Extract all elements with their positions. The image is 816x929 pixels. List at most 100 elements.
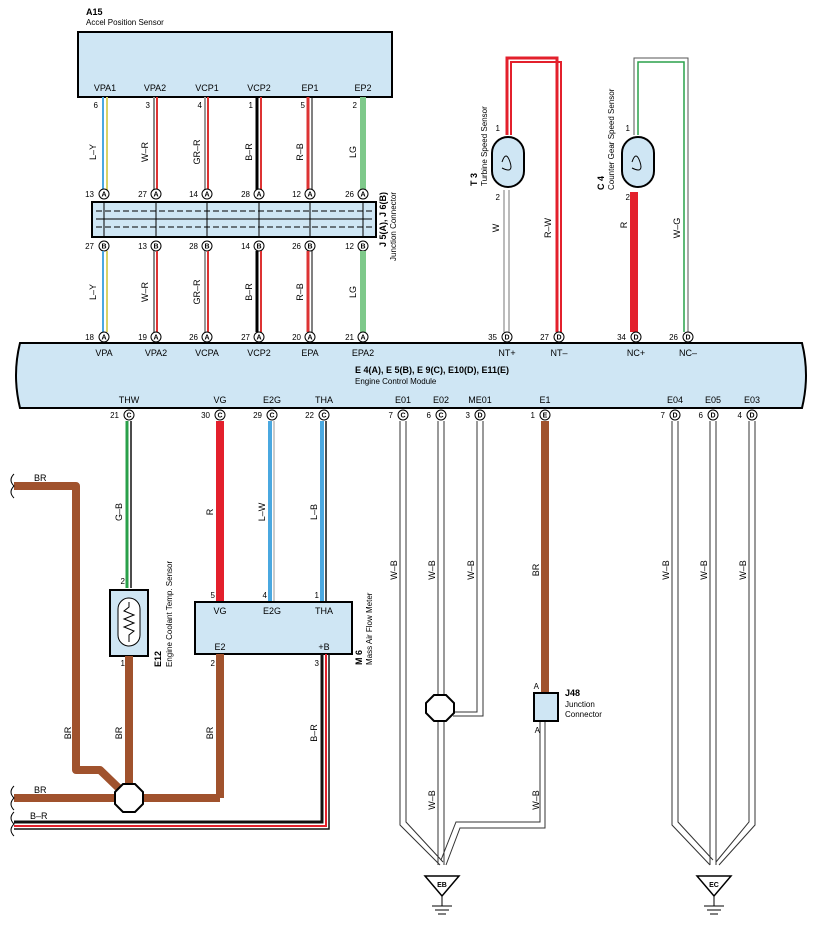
svg-text:B: B <box>153 244 158 251</box>
wire-color-top-5: R–B <box>295 143 305 161</box>
ecm-name: Engine Control Module <box>355 377 437 386</box>
accel-pin-2: 3 <box>146 101 151 110</box>
svg-text:NC–: NC– <box>679 348 697 358</box>
svg-text:13: 13 <box>85 190 94 199</box>
accel-pin-4: 1 <box>249 101 254 110</box>
svg-text:1: 1 <box>531 411 536 420</box>
svg-text:1: 1 <box>626 124 631 133</box>
svg-text:30: 30 <box>201 411 210 420</box>
wire-color-bot-2: W–R <box>140 282 150 303</box>
svg-text:+B: +B <box>318 642 329 652</box>
ecm-top-pins-accel: 18 A 19 A 26 A 27 A 20 A 21 A <box>85 331 369 343</box>
svg-text:A: A <box>256 335 261 342</box>
wire-color-bot-4: B–R <box>244 283 254 301</box>
j48-name-line2: Connector <box>565 710 602 719</box>
svg-text:BR: BR <box>205 726 215 739</box>
svg-text:19: 19 <box>138 333 147 342</box>
svg-text:W–B: W–B <box>531 790 541 810</box>
svg-text:13: 13 <box>138 242 147 251</box>
svg-text:W–B: W–B <box>427 790 437 810</box>
svg-text:EC: EC <box>709 882 719 889</box>
svg-text:6: 6 <box>427 411 432 420</box>
accel-pin-3: 4 <box>198 101 203 110</box>
coil-icon <box>501 155 512 171</box>
svg-text:D: D <box>749 413 754 420</box>
svg-text:27: 27 <box>540 333 549 342</box>
svg-text:A: A <box>153 192 158 199</box>
svg-text:THW: THW <box>119 395 140 405</box>
svg-text:BR: BR <box>63 726 73 739</box>
counter-code: C 4 <box>596 176 606 190</box>
svg-text:26: 26 <box>669 333 678 342</box>
br-black-red-wire <box>14 654 330 830</box>
svg-text:4: 4 <box>738 411 743 420</box>
ecm-bottom-pins: 21 C 30 C 29 C 22 C 7 C 6 C 3 D 1 E 7 D … <box>110 409 758 421</box>
accel-wires-bottom <box>102 251 366 332</box>
svg-text:EPA: EPA <box>301 348 318 358</box>
accel-sensor-name: Accel Position Sensor <box>86 18 164 27</box>
svg-text:A: A <box>360 335 365 342</box>
svg-text:A: A <box>534 682 540 691</box>
ground-eb: EB <box>423 875 461 915</box>
maf-body <box>194 601 353 655</box>
svg-text:BR: BR <box>114 726 124 739</box>
svg-text:B: B <box>101 244 106 251</box>
svg-text:E03: E03 <box>744 395 760 405</box>
svg-text:27: 27 <box>138 190 147 199</box>
accel-wires-top <box>102 97 366 192</box>
counter-wire-right: W–G <box>672 218 682 239</box>
svg-text:20: 20 <box>292 333 301 342</box>
svg-text:35: 35 <box>488 333 497 342</box>
svg-text:W–B: W–B <box>466 560 476 580</box>
maf-name: Mass Air Flow Meter <box>365 592 374 665</box>
accel-sensor-box <box>77 31 393 98</box>
svg-text:12: 12 <box>292 190 301 199</box>
svg-text:E2G: E2G <box>263 606 281 616</box>
svg-text:A: A <box>204 335 209 342</box>
svg-text:5: 5 <box>211 591 216 600</box>
svg-text:3: 3 <box>315 659 320 668</box>
ground-wires-ec <box>671 421 756 866</box>
accel-term-2: VPA2 <box>144 83 166 93</box>
svg-text:2: 2 <box>496 193 501 202</box>
maf-code: M 6 <box>354 650 364 665</box>
j48-name-line1: Junction <box>565 700 595 709</box>
svg-text:A: A <box>307 192 312 199</box>
turbine-code: T 3 <box>469 173 479 186</box>
svg-text:C: C <box>400 413 405 420</box>
coolant-code: E12 <box>153 651 163 667</box>
svg-text:B–R: B–R <box>309 724 319 742</box>
svg-text:28: 28 <box>189 242 198 251</box>
splice-octagon-ground <box>114 783 144 813</box>
svg-text:D: D <box>672 413 677 420</box>
svg-text:34: 34 <box>617 333 626 342</box>
svg-text:1: 1 <box>121 659 126 668</box>
svg-text:L–W: L–W <box>257 502 267 521</box>
svg-text:C: C <box>126 413 131 420</box>
svg-text:D: D <box>685 335 690 342</box>
svg-text:B–R: B–R <box>30 811 48 821</box>
wire-color-top-2: W–R <box>140 142 150 163</box>
svg-text:E2G: E2G <box>263 395 281 405</box>
splice-octagon <box>425 694 455 722</box>
svg-text:W–B: W–B <box>699 560 709 580</box>
svg-text:BR: BR <box>531 563 541 576</box>
svg-text:2: 2 <box>121 577 126 586</box>
svg-text:22: 22 <box>305 411 314 420</box>
svg-text:VCPA: VCPA <box>195 348 219 358</box>
svg-text:VG: VG <box>213 395 226 405</box>
turbine-name: Turbine Speed Sensor <box>480 106 489 186</box>
svg-text:2: 2 <box>211 659 216 668</box>
accel-pin-1: 6 <box>94 101 99 110</box>
svg-text:W–B: W–B <box>389 560 399 580</box>
svg-text:26: 26 <box>189 333 198 342</box>
accel-term-4: VCP2 <box>247 83 271 93</box>
ground-ec: EC <box>695 875 733 915</box>
turbine-ecm-pins: 35 D 27 D <box>488 331 565 343</box>
svg-text:E02: E02 <box>433 395 449 405</box>
svg-text:D: D <box>710 413 715 420</box>
svg-text:A: A <box>101 192 106 199</box>
accel-sensor-code: A15 <box>86 7 103 17</box>
